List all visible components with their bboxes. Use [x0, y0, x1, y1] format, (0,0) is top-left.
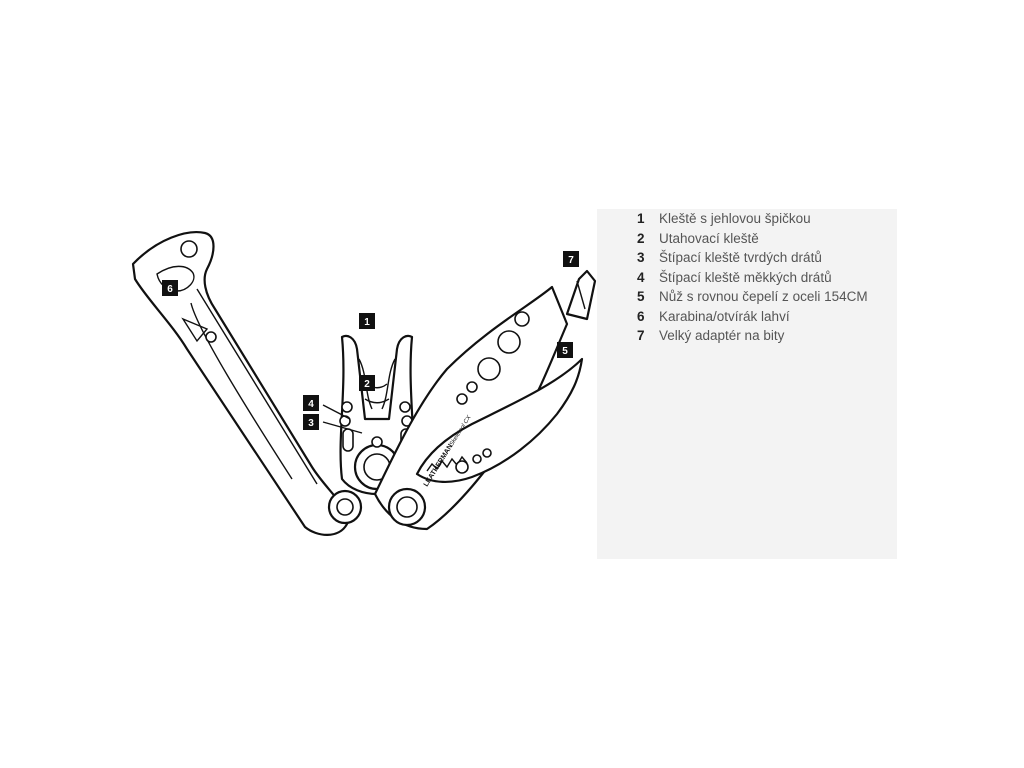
svg-text:5: 5	[562, 346, 568, 357]
svg-text:4: 4	[308, 399, 314, 410]
legend-item: 1 Kleště s jehlovou špičkou	[637, 209, 868, 229]
legend-number: 5	[637, 289, 645, 305]
multitool-illustration: LEATHERMAN Skeletool CX 6 1 2 4 3 7 5	[131, 231, 597, 536]
legend-text: Velký adaptér na bity	[659, 328, 785, 344]
callout-1: 1	[359, 313, 375, 329]
legend-item: 3 Štípací kleště tvrdých drátů	[637, 248, 868, 268]
svg-text:2: 2	[364, 379, 370, 390]
callout-7: 7	[563, 251, 579, 267]
callout-6: 6	[162, 280, 178, 296]
legend-list: 1 Kleště s jehlovou špičkou 2 Utahovací …	[637, 209, 868, 346]
handle-hole	[180, 240, 198, 258]
legend-number: 1	[637, 211, 645, 227]
legend-number: 4	[637, 269, 645, 285]
callout-2: 2	[359, 375, 375, 391]
legend-number: 7	[637, 328, 645, 344]
callout-4: 4	[303, 395, 319, 411]
callout-3: 3	[303, 414, 319, 430]
svg-text:6: 6	[167, 284, 173, 295]
knife-and-handle	[327, 269, 597, 531]
legend-panel: 1 Kleště s jehlovou špičkou 2 Utahovací …	[597, 209, 897, 559]
legend-item: 5 Nůž s rovnou čepelí z oceli 154CM	[637, 287, 868, 307]
callout-5: 5	[557, 342, 573, 358]
legend-number: 3	[637, 250, 645, 266]
legend-text: Utahovací kleště	[659, 230, 759, 246]
legend-text: Štípací kleště tvrdých drátů	[659, 250, 822, 266]
svg-text:1: 1	[364, 317, 370, 328]
legend-text: Karabina/otvírák lahví	[659, 308, 790, 324]
legend-text: Štípací kleště měkkých drátů	[659, 269, 832, 285]
left-handle	[131, 231, 349, 536]
legend-number: 6	[637, 308, 645, 324]
legend-number: 2	[637, 230, 645, 246]
legend-item: 6 Karabina/otvírák lahví	[637, 307, 868, 327]
svg-text:7: 7	[568, 255, 574, 266]
legend-text: Nůž s rovnou čepelí z oceli 154CM	[659, 289, 868, 305]
legend-item: 7 Velký adaptér na bity	[637, 326, 868, 346]
legend-item: 4 Štípací kleště měkkých drátů	[637, 268, 868, 288]
legend-text: Kleště s jehlovou špičkou	[659, 211, 811, 227]
legend-item: 2 Utahovací kleště	[637, 229, 868, 249]
svg-text:3: 3	[308, 418, 314, 429]
